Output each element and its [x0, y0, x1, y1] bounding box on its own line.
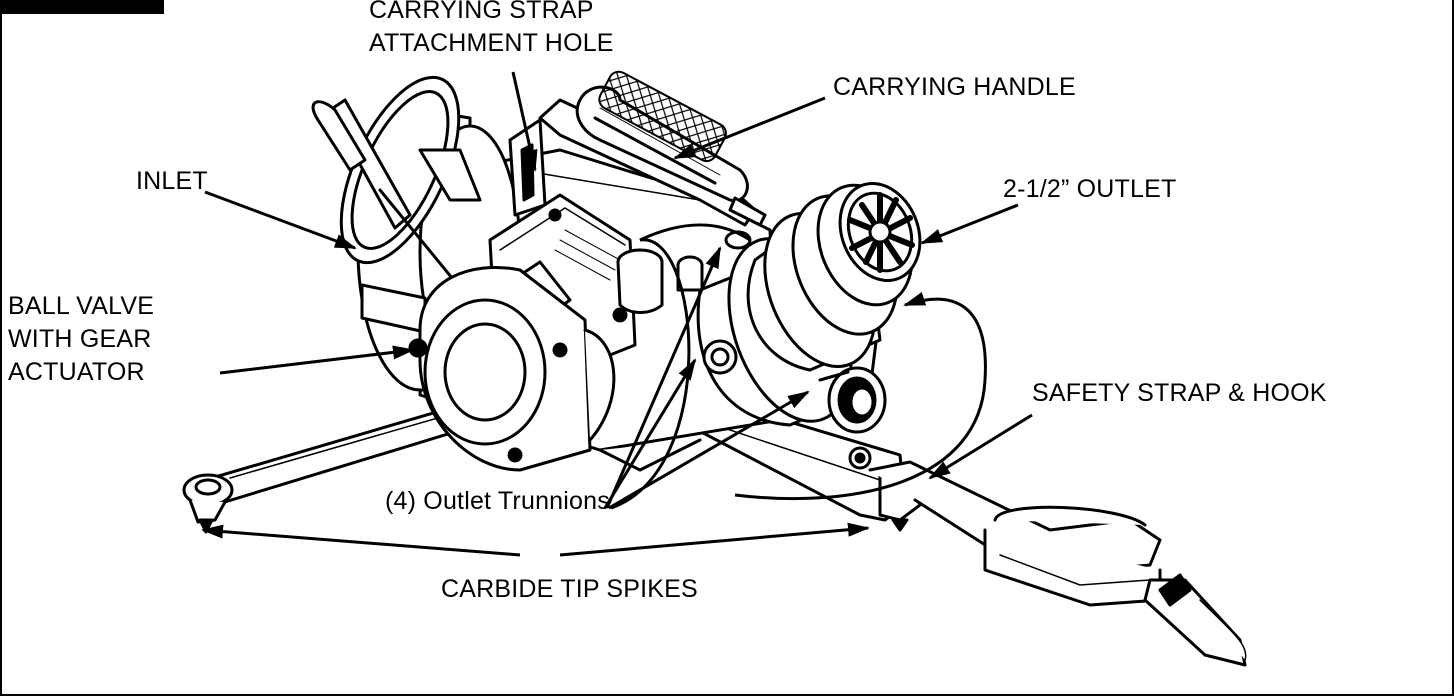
outlet-coupling: [746, 182, 922, 372]
leader-outlet: [920, 203, 1019, 245]
label-carbide-spikes: CARBIDE TIP SPIKES: [441, 575, 698, 603]
label-outlet: 2-1/2” OUTLET: [1003, 175, 1177, 203]
side-fittings: [616, 230, 752, 314]
carrying-handle: [538, 70, 767, 227]
label-inlet: INLET: [136, 167, 208, 195]
leader-safety: [928, 413, 1033, 480]
label-safety-strap: SAFETY STRAP & HOOK: [1032, 379, 1327, 407]
leader-handle: [673, 96, 826, 160]
leader-spike-left: [201, 524, 521, 557]
label-carrying-handle: CARRYING HANDLE: [833, 73, 1076, 101]
label-ball-valve: BALL VALVE WITH GEAR ACTUATOR: [8, 292, 155, 386]
leader-spike-right: [559, 522, 870, 557]
safety-strap: [868, 460, 1247, 667]
leader-inlet: [204, 190, 357, 250]
leader-strap-hole: [511, 71, 538, 172]
leader-lines: [201, 71, 1033, 557]
corner-tab: [0, 0, 164, 14]
outlet-face: [846, 191, 915, 273]
handwheel: [311, 75, 482, 302]
label-carrying-strap-hole: CARRYING STRAP ATTACHMENT HOLE: [369, 0, 614, 57]
leader-ball-valve: [219, 345, 415, 375]
leader-trunnion-4: [610, 223, 751, 510]
label-outlet-trunnions: (4) Outlet Trunnions: [385, 487, 610, 515]
ball-valve-housing: [408, 266, 616, 472]
leader-trunnion-loop: [734, 292, 987, 501]
leader-trunnion-1: [603, 358, 697, 509]
leader-trunnion-2: [605, 246, 722, 509]
